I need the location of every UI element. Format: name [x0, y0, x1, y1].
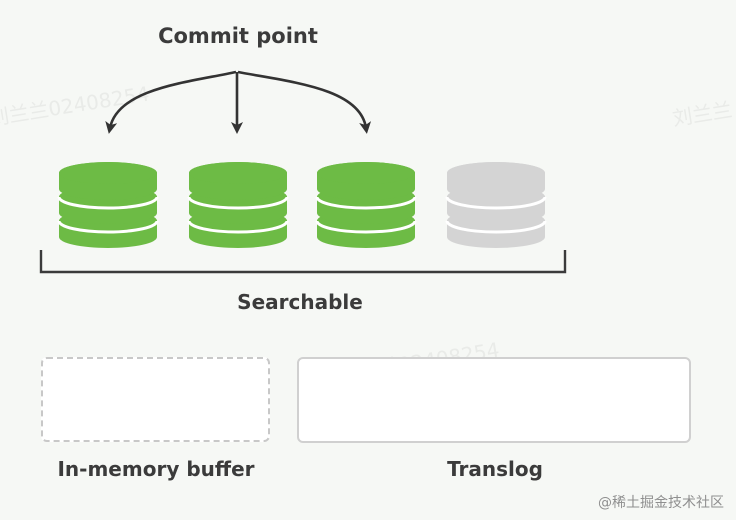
- commit-arrows: [105, 70, 372, 134]
- in-memory-buffer-label: In-memory buffer: [57, 457, 255, 481]
- in-memory-buffer-box: [41, 357, 270, 442]
- segment-4: [445, 162, 547, 248]
- segment-3: [315, 162, 417, 248]
- translog-label: Translog: [447, 457, 543, 481]
- searchable-bracket: [39, 250, 567, 274]
- searchable-label: Searchable: [237, 290, 363, 314]
- arrow-to-segment-3: [237, 70, 372, 134]
- segment-1: [57, 162, 159, 248]
- segments: [57, 162, 547, 248]
- segment-2: [187, 162, 289, 248]
- arrow-to-segment-1: [105, 70, 237, 134]
- watermark-corner: @稀土掘金技术社区: [598, 495, 724, 511]
- commit-point-title: Commit point: [158, 24, 318, 48]
- translog-box: [297, 357, 691, 443]
